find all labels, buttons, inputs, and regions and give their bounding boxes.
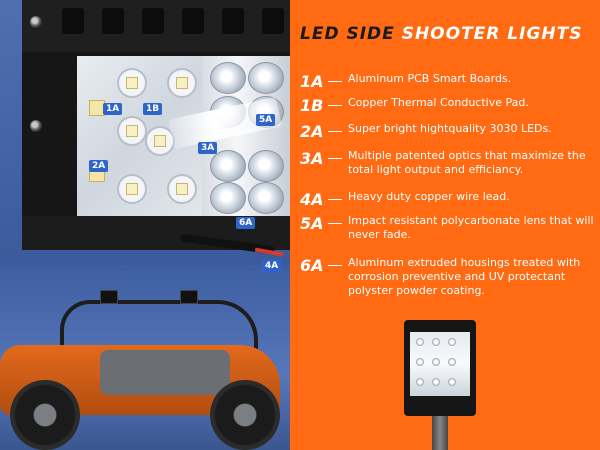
heatsink-fin xyxy=(142,8,164,34)
callout-5a: 5A xyxy=(256,114,276,126)
feature-text: Impact resistant polycarbonate lens that… xyxy=(348,214,594,241)
wheel-icon xyxy=(10,380,80,450)
page-title: LED SIDE SHOOTER LIGHTS xyxy=(300,24,582,44)
feature-code: 5A xyxy=(300,214,324,233)
feature-text: Aluminum PCB Smart Boards. xyxy=(348,72,512,85)
light-bar-closeup xyxy=(22,0,290,250)
wheel-icon xyxy=(210,380,280,450)
feature-code: 1B xyxy=(300,96,324,115)
led-icon xyxy=(167,68,197,98)
roof-light-icon xyxy=(180,290,198,304)
led-icon xyxy=(117,68,147,98)
led-icon xyxy=(416,358,424,366)
led-icon xyxy=(448,378,456,386)
title-part-1: LED SIDE xyxy=(300,24,395,44)
divider xyxy=(328,158,342,159)
led-icon xyxy=(432,358,440,366)
led-icon xyxy=(117,116,147,146)
divider xyxy=(328,131,342,132)
led-icon xyxy=(416,378,424,386)
optic-icon xyxy=(248,62,284,94)
utv-roll-cage xyxy=(60,300,258,364)
callout-1a: 1A xyxy=(103,103,123,115)
utv-front-panel xyxy=(100,350,230,395)
divider xyxy=(328,81,342,82)
optic-icon xyxy=(210,62,246,94)
heatsink-fin xyxy=(222,8,244,34)
led-icon xyxy=(432,378,440,386)
heatsink-fin xyxy=(182,8,204,34)
divider xyxy=(328,265,342,266)
callout-1b: 1B xyxy=(143,103,163,115)
heatsink-fin xyxy=(262,8,284,34)
light-pod-product-image xyxy=(404,320,476,416)
roof-light-icon xyxy=(100,290,118,304)
feature-code: 3A xyxy=(300,149,324,168)
feature-code: 2A xyxy=(300,122,324,141)
feature-code: 6A xyxy=(300,256,324,275)
feature-text: Multiple patented optics that maximize t… xyxy=(348,149,586,176)
led-icon xyxy=(167,174,197,204)
heatsink-fin xyxy=(62,8,84,34)
product-visual-panel: 1A 1B 2A 3A 5A 6A 4A xyxy=(0,0,290,450)
divider xyxy=(328,223,342,224)
light-pod-lens xyxy=(410,332,470,396)
callout-3a: 3A xyxy=(198,142,218,154)
feature-text: Super bright hightquality 3030 LEDs. xyxy=(348,122,552,135)
led-icon xyxy=(432,338,440,346)
title-part-2: SHOOTER LIGHTS xyxy=(401,24,583,44)
callout-4a: 4A xyxy=(262,260,282,272)
optic-icon xyxy=(210,150,246,182)
optic-icon xyxy=(248,182,284,214)
optic-icon xyxy=(248,150,284,182)
pcb-board xyxy=(77,56,207,216)
mounting-bracket xyxy=(432,416,448,450)
divider xyxy=(328,199,342,200)
led-icon xyxy=(117,174,147,204)
callout-6a: 6A xyxy=(236,217,256,229)
optic-icon xyxy=(210,182,246,214)
screw-icon xyxy=(30,120,42,132)
feature-text: Copper Thermal Conductive Pad. xyxy=(348,96,529,109)
callout-2a: 2A xyxy=(89,160,109,172)
screw-icon xyxy=(30,16,42,28)
led-icon xyxy=(416,338,424,346)
led-icon xyxy=(448,358,456,366)
feature-code: 4A xyxy=(300,190,324,209)
feature-text: Aluminum extruded housings treated with … xyxy=(348,256,581,297)
heatsink-fin xyxy=(102,8,124,34)
led-icon xyxy=(448,338,456,346)
feature-text: Heavy duty copper wire lead. xyxy=(348,190,510,203)
feature-code: 1A xyxy=(300,72,324,91)
light-bar-top xyxy=(22,0,290,52)
divider xyxy=(328,105,342,106)
